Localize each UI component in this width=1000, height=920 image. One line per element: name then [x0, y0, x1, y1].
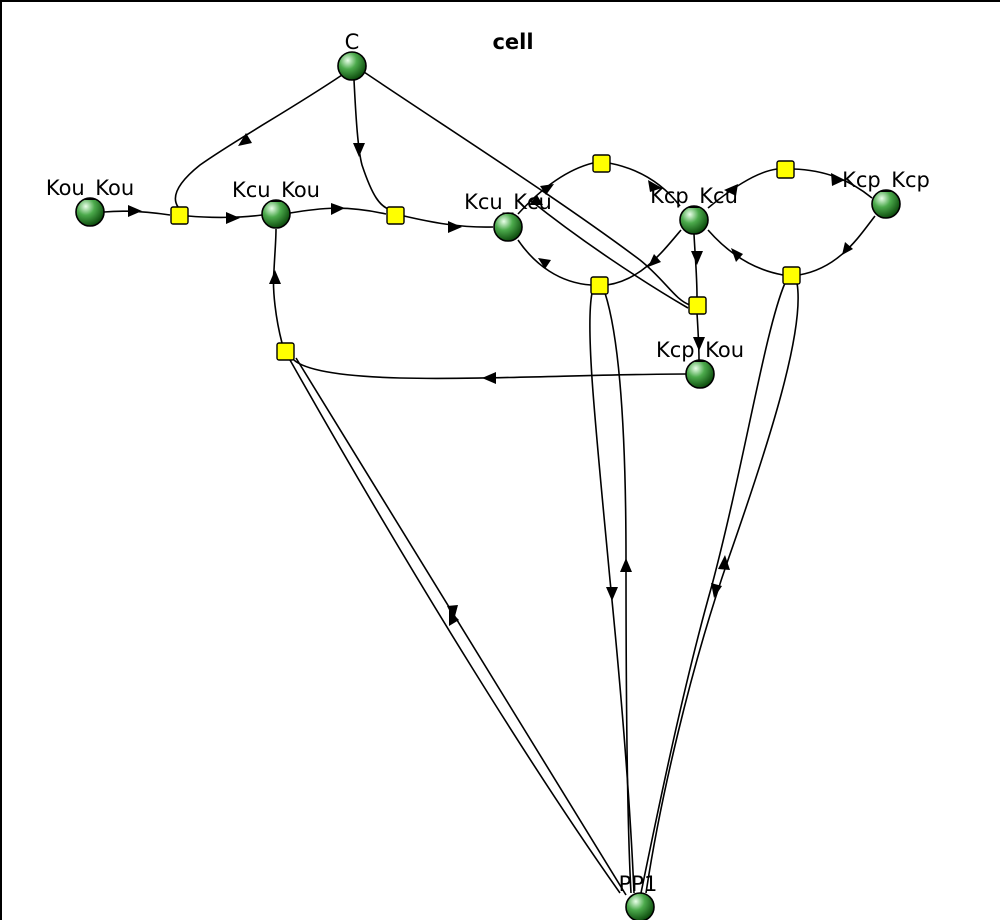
species-node-kcp-kcu[interactable]	[679, 205, 709, 235]
edge	[353, 79, 393, 211]
reaction-nodes	[170, 154, 801, 361]
arrowhead	[606, 587, 618, 601]
reaction-node[interactable]	[590, 276, 609, 295]
arrowhead	[842, 242, 853, 255]
arrowhead	[529, 195, 543, 205]
reaction-node[interactable]	[776, 160, 795, 179]
species-node-kcu-kou[interactable]	[261, 199, 291, 229]
edge	[403, 215, 494, 228]
edge	[798, 215, 876, 276]
arrowhead	[540, 184, 554, 195]
edge	[529, 199, 689, 309]
arrowhead	[482, 372, 496, 384]
arrowhead	[447, 605, 458, 620]
species-label: Kcu_Kcu	[464, 190, 552, 215]
species-label: PP1	[619, 872, 658, 896]
edge	[295, 357, 627, 896]
arrowhead	[711, 583, 722, 598]
edge	[291, 357, 687, 380]
species-node-kcu-kcu[interactable]	[493, 212, 523, 242]
arrowhead	[238, 133, 252, 146]
species-node-kcp-kcp[interactable]	[871, 189, 901, 219]
arrowhead	[620, 558, 632, 572]
arrowhead	[538, 258, 551, 269]
arrowhead	[648, 180, 662, 192]
edge	[174, 74, 343, 208]
edge	[187, 214, 263, 219]
compartment-label: cell	[492, 30, 533, 54]
species-label: Kou_Kou	[46, 176, 134, 201]
arrowhead	[731, 248, 743, 262]
species-label: C	[345, 30, 360, 54]
species-node-kcp-kou[interactable]	[685, 359, 715, 389]
species-node-c[interactable]	[337, 51, 367, 81]
reaction-node[interactable]	[170, 206, 189, 225]
reaction-node[interactable]	[688, 296, 707, 315]
edge	[589, 292, 635, 894]
edge	[707, 168, 778, 209]
species-node-pp1[interactable]	[625, 892, 655, 920]
arrowhead	[128, 205, 142, 217]
arrowhead	[269, 270, 281, 284]
species-label: Kcp_Kcp	[842, 168, 930, 193]
edge	[606, 229, 682, 286]
arrowhead	[718, 555, 730, 570]
arrowhead	[724, 184, 738, 196]
arrowhead	[448, 221, 462, 233]
edge	[517, 162, 594, 215]
species-label: Kcp_Kou	[656, 338, 744, 363]
reaction-node[interactable]	[592, 154, 611, 173]
arrowhead	[226, 212, 240, 224]
edge	[289, 359, 621, 894]
reaction-node[interactable]	[276, 342, 295, 361]
species-labels: C Kou_Kou Kcu_Kou Kcu_Kcu Kcp_Kcu Kcp_Kc…	[46, 30, 930, 896]
arrowhead	[331, 203, 345, 215]
arrowhead	[691, 251, 703, 265]
arrowhead	[353, 143, 365, 157]
species-nodes	[75, 51, 901, 920]
edge	[707, 229, 784, 276]
arrowheads	[128, 133, 853, 626]
species-label: Kcp_Kcu	[650, 184, 738, 209]
reaction-node[interactable]	[782, 266, 801, 285]
species-label: Kcu_Kou	[232, 178, 320, 203]
edge	[693, 233, 698, 298]
edge	[363, 71, 691, 306]
arrowhead	[648, 254, 661, 267]
arrowhead	[831, 173, 845, 186]
edge	[272, 228, 283, 344]
edge	[608, 162, 681, 207]
reaction-node[interactable]	[386, 206, 405, 225]
species-node-kou-kou[interactable]	[75, 197, 105, 227]
arrowhead	[693, 337, 705, 351]
edge	[645, 282, 799, 894]
edge	[517, 239, 592, 286]
arrowhead	[449, 610, 459, 626]
